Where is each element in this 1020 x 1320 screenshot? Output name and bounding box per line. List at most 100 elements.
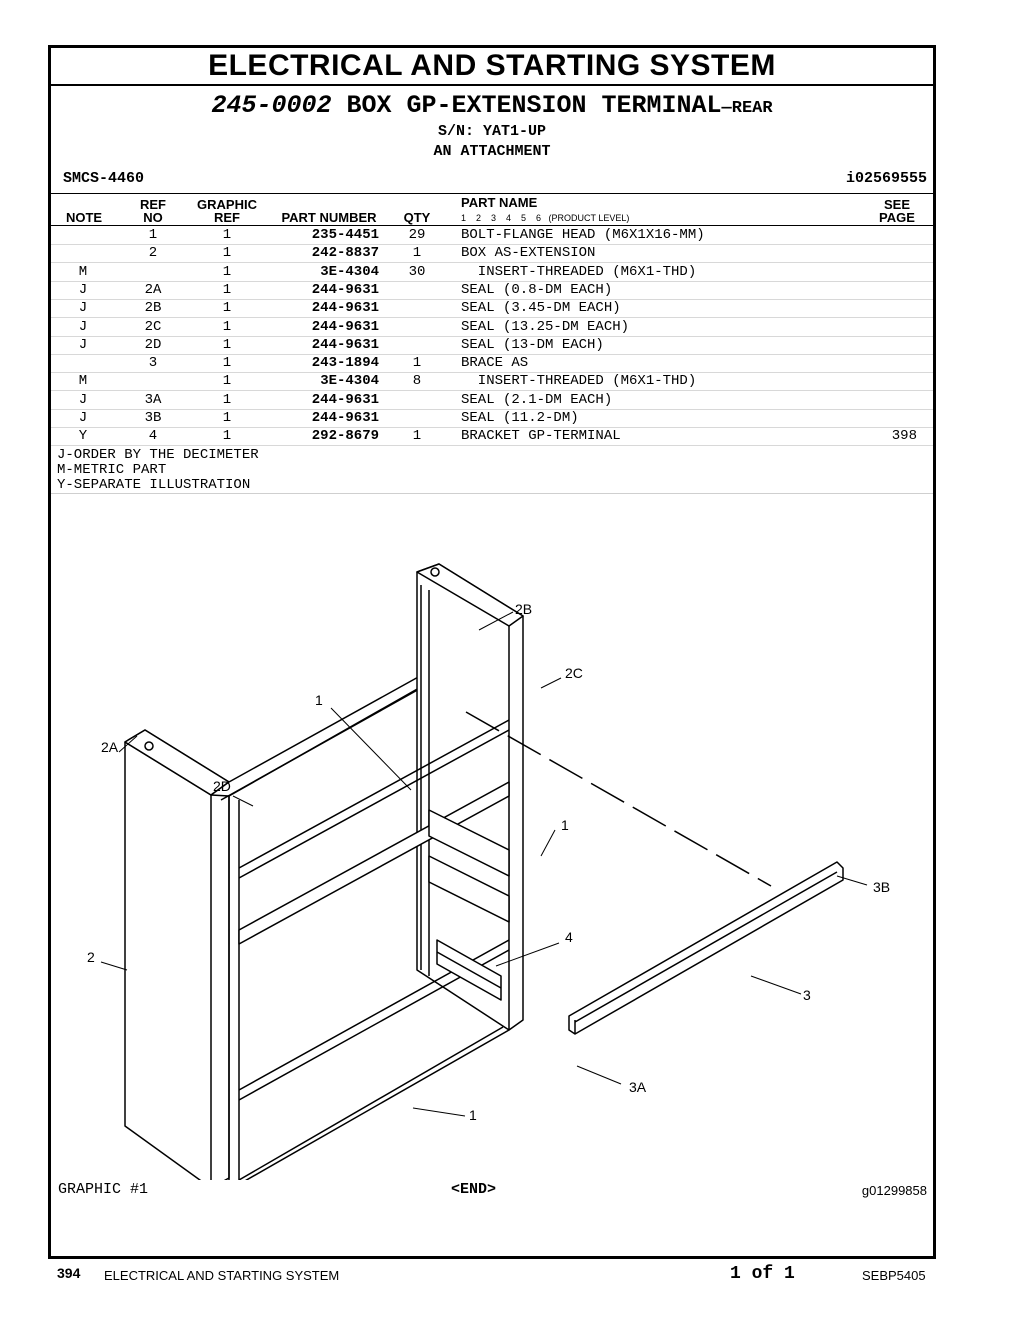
ref-cell: 3 <box>148 355 158 372</box>
part-number-cell: 292-8679 <box>311 428 379 445</box>
leader-2D <box>232 795 254 807</box>
slotted-plate-lower <box>428 855 510 923</box>
bottom-rail-inner <box>238 1026 504 1180</box>
group-name: BOX GP-EXTENSION TERMINAL <box>346 91 722 120</box>
graphic-ref-cell: 1 <box>222 281 232 298</box>
part-number-cell: 244-9631 <box>311 391 379 408</box>
leader-2B <box>478 611 514 631</box>
part-name-cell: BRACKET GP-TERMINAL <box>461 428 621 445</box>
ref-cell: 2 <box>148 245 158 262</box>
qty-cell: 30 <box>408 263 426 280</box>
graphic-id: g01299858 <box>861 1183 927 1198</box>
part-number-cell: 3E-4304 <box>320 263 379 280</box>
graphic-ref-cell: 1 <box>222 263 232 280</box>
ref-cell: 2C <box>144 318 162 335</box>
col-see-top: SEE <box>883 197 910 212</box>
part-name-cell: BOX AS-EXTENSION <box>461 245 596 262</box>
ref-cell: 3B <box>144 410 162 426</box>
graphic-ref-cell: 1 <box>222 245 232 262</box>
smcs-code: SMCS-4460 <box>63 170 145 187</box>
end-marker: <END> <box>451 1181 497 1198</box>
callout-3A: 3A <box>629 1079 647 1095</box>
group-suffix: —REAR <box>721 99 773 118</box>
callout-labels: 2B 2C 1 2A 2D 1 3B 4 2 3 3A 1 2C <box>87 601 890 1123</box>
part-name-cell: SEAL (3.45-DM EACH) <box>461 300 621 317</box>
left-cap-hole <box>144 741 154 751</box>
part-number-cell: 244-9631 <box>311 336 379 353</box>
section-title: ELECTRICAL AND STARTING SYSTEM <box>51 48 933 86</box>
leader-4 <box>495 942 560 967</box>
qty-cell: 8 <box>412 373 422 390</box>
notes: J-ORDER BY THE DECIMETER M-METRIC PART Y… <box>57 448 259 493</box>
book-number: SEBP5405 <box>862 1268 926 1283</box>
graphic-ref-cell: 1 <box>222 318 232 335</box>
upper-brace-lower <box>238 729 510 879</box>
callout-1-right: 1 <box>561 817 569 833</box>
page-frame: ELECTRICAL AND STARTING SYSTEM 245-0002 … <box>48 45 936 1259</box>
brace-assembly <box>568 861 844 1035</box>
slotted-plate-upper <box>428 809 510 877</box>
upper-brace <box>238 719 510 869</box>
col-part-number: PART NUMBER <box>281 210 377 225</box>
graphic-ref-cell: 1 <box>222 373 232 390</box>
group-title: 245-0002 BOX GP-EXTENSION TERMINAL—REAR <box>51 92 933 123</box>
callout-4: 4 <box>565 929 573 945</box>
box-assembly-drawing <box>124 563 844 1180</box>
ref-cell: 4 <box>148 428 158 445</box>
part-number-cell: 244-9631 <box>311 318 379 335</box>
part-name-cell: BOLT-FLANGE HEAD (M6X1X16-MM) <box>461 227 705 243</box>
leader-2C-top <box>540 677 562 689</box>
part-number-cell: 244-9631 <box>311 281 379 298</box>
part-name-cell: BRACE AS <box>461 355 529 372</box>
note-cell: M <box>78 373 88 390</box>
col-part-name: PART NAME <box>461 195 538 210</box>
col-note: NOTE <box>65 210 103 225</box>
ref-cell: 1 <box>148 227 158 243</box>
callout-2D: 2D <box>213 778 231 794</box>
leader-1-top <box>330 707 412 791</box>
note-cell: M <box>78 263 88 280</box>
graphic-ref-cell: 1 <box>222 410 232 426</box>
part-name-cell: SEAL (0.8-DM EACH) <box>461 281 613 298</box>
qty-cell: 1 <box>412 355 422 372</box>
footer-section: ELECTRICAL AND STARTING SYSTEM <box>104 1268 340 1283</box>
leader-1-right <box>540 829 556 857</box>
callout-1-bottom: 1 <box>469 1107 477 1123</box>
col-graphic-bottom: REF <box>214 210 240 225</box>
col-ref-bottom: NO <box>143 210 163 225</box>
callout-2B: 2B <box>515 601 532 617</box>
header-divider <box>51 193 933 194</box>
leader-3 <box>750 975 802 995</box>
part-number-cell: 235-4451 <box>311 227 379 243</box>
group-part-number: 245-0002 <box>211 91 332 120</box>
callout-2A: 2A <box>101 739 119 755</box>
part-name-cell: SEAL (11.2-DM) <box>461 410 579 426</box>
part-number-cell: 244-9631 <box>311 300 379 317</box>
qty-cell: 1 <box>412 428 422 445</box>
col-qty: QTY <box>403 210 431 225</box>
leader-2A <box>118 735 138 753</box>
ref-cell: 3A <box>144 391 162 408</box>
part-name-cell: INSERT-THREADED (M6X1-THD) <box>461 263 697 280</box>
note-cell: J <box>78 336 88 353</box>
callout-2: 2 <box>87 949 95 965</box>
ref-cell: 2D <box>144 336 162 353</box>
note-cell: J <box>78 391 88 408</box>
note-cell: J <box>78 410 88 426</box>
table-header-divider <box>51 225 933 226</box>
callout-leaders <box>100 611 868 1117</box>
graphic-ref-cell: 1 <box>222 428 232 445</box>
leader-3B <box>836 875 868 886</box>
attachment-label: AN ATTACHMENT <box>433 143 551 160</box>
right-cap-hole <box>430 567 440 577</box>
note-cell: Y <box>78 428 88 445</box>
brace-inner-edge <box>574 871 838 1023</box>
note-cell: J <box>78 318 88 335</box>
page-of: 1 of 1 <box>730 1264 795 1284</box>
notes-divider <box>51 493 933 494</box>
